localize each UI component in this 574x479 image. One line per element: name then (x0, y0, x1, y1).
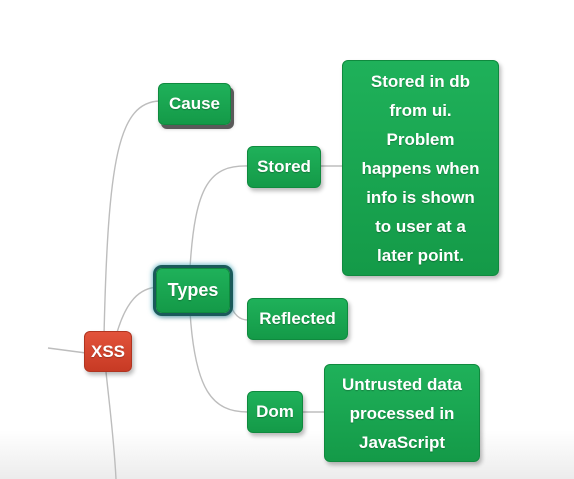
connector-root-types (115, 286, 159, 337)
node-dom[interactable]: Dom (247, 391, 303, 433)
note-dom-line: Untrusted data (342, 374, 462, 394)
note-dom-line: processed in (349, 403, 455, 423)
note-stored-line: Problem (386, 129, 455, 149)
connector-types-stored (189, 165, 249, 269)
node-types-label: Types (167, 280, 219, 300)
node-stored-label: Stored (257, 157, 311, 176)
connector-root-cause (103, 100, 161, 337)
node-dom-label: Dom (256, 402, 294, 421)
connector-root-down (105, 371, 117, 479)
note-stored-line: from ui. (389, 100, 452, 120)
note-stored[interactable]: Stored in db from ui. Problem happens wh… (342, 60, 499, 276)
node-cause-label: Cause (168, 94, 221, 113)
note-stored-line: to user at a (375, 216, 466, 236)
note-stored-line: info is shown (366, 187, 475, 207)
node-cause[interactable]: Cause (158, 83, 231, 125)
node-xss-root[interactable]: XSS (84, 331, 132, 372)
connector-types-reflected (227, 299, 249, 321)
note-stored-line: later point. (377, 245, 464, 265)
node-reflected-label: Reflected (259, 309, 336, 328)
node-xss-label: XSS (90, 341, 126, 361)
note-stored-line: happens when (361, 158, 480, 178)
note-dom[interactable]: Untrusted data processed in JavaScript (324, 364, 480, 462)
note-dom-line: JavaScript (359, 432, 445, 452)
connector-types-dom (189, 311, 249, 413)
note-stored-line: Stored in db (370, 71, 471, 91)
node-stored[interactable]: Stored (247, 146, 321, 188)
node-types[interactable]: Types (156, 268, 230, 313)
node-reflected[interactable]: Reflected (247, 298, 348, 340)
connector-root-incoming (47, 347, 87, 354)
